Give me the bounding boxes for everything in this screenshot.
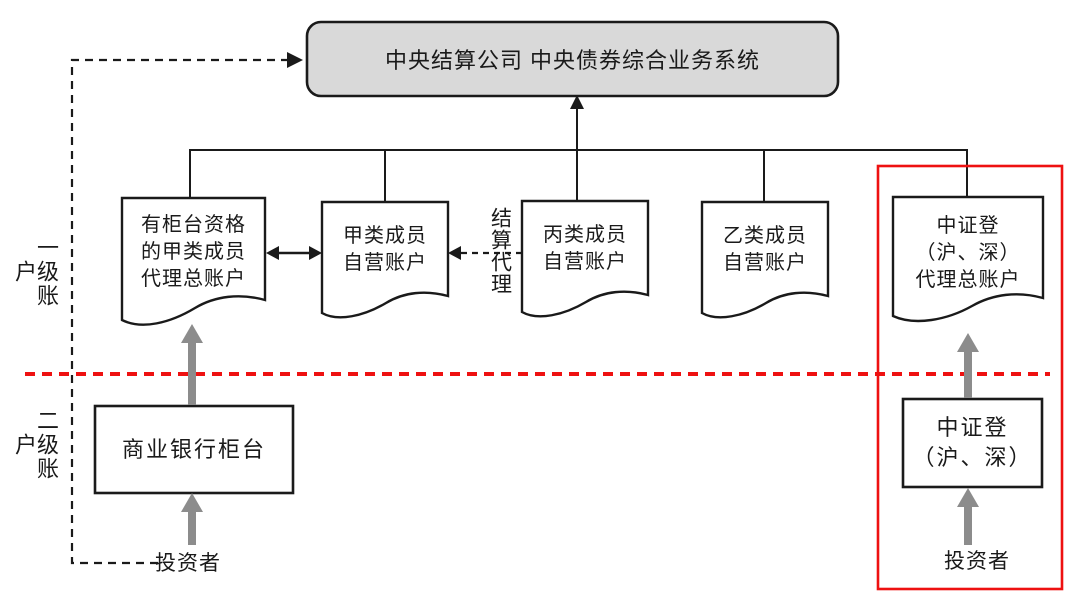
gray-arrow-csdc-to-omnibus xyxy=(957,333,979,398)
central-system-label: 中央结算公司 中央债券综合业务系统 xyxy=(384,48,761,73)
csdc-box xyxy=(901,397,1044,489)
arrow-to-central-system xyxy=(570,95,584,150)
dashed-arrowhead-right-icon xyxy=(287,52,303,68)
doc-shape-class-c-proprietary xyxy=(520,199,650,318)
commercial-bank-counter-box xyxy=(93,404,295,495)
doc-shape-class-b-proprietary xyxy=(700,200,830,319)
account-counter-class-a-label: 有柜台资格 的甲类成员 代理总账户 xyxy=(141,213,246,290)
investor-left-label: 投资者 xyxy=(155,552,221,575)
gray-arrow-investor-to-csdc xyxy=(957,488,979,545)
dashed-investor-to-system-path xyxy=(70,52,303,565)
central-system-box xyxy=(305,20,840,98)
arrow-bidirectional-counter-agent xyxy=(266,246,322,260)
settlement-agency-label: 结算代理 xyxy=(488,207,512,295)
gray-arrow-investor-to-bank xyxy=(181,493,203,545)
commercial-bank-counter-label: 商业银行柜台 xyxy=(121,436,266,462)
account-csdc-omnibus-label: 中证登 （沪、深） 代理总账户 xyxy=(915,214,1021,291)
account-class-c-proprietary-label: 丙类成员 自营账户 xyxy=(543,224,627,273)
csdc-label: 中证登 （沪、深） xyxy=(912,415,1033,470)
highlight-red-frame xyxy=(876,164,1064,591)
tier2-label: 二级账户 xyxy=(12,408,59,481)
arrow-settlement-agency-dashed xyxy=(448,246,522,260)
investor-right-label: 投资者 xyxy=(944,550,1010,573)
connector-tree xyxy=(189,149,968,202)
account-class-a-proprietary-label: 甲类成员 自营账户 xyxy=(343,225,427,274)
doc-shape-class-a-proprietary xyxy=(320,200,450,319)
tier1-label: 一级账户 xyxy=(12,235,59,308)
doc-shape-csdc-omnibus xyxy=(891,195,1045,323)
doc-shape-counter-class-a xyxy=(120,196,267,326)
account-class-b-proprietary-label: 乙类成员 自营账户 xyxy=(723,225,807,274)
gray-arrow-bank-to-account xyxy=(181,324,203,405)
